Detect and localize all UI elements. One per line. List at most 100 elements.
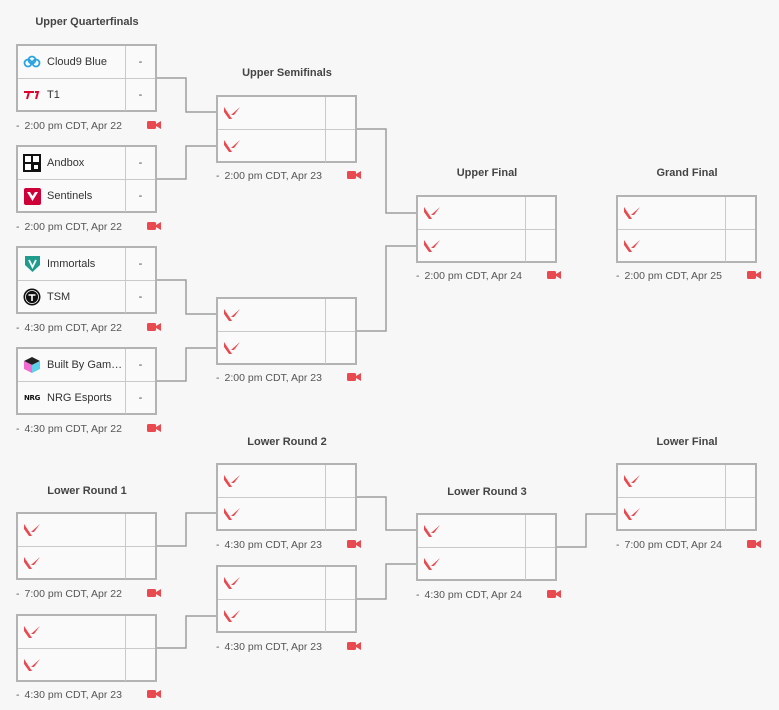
video-camera-icon[interactable] xyxy=(347,372,361,385)
video-camera-icon[interactable] xyxy=(747,539,761,552)
team-cell xyxy=(218,332,326,364)
team-cell xyxy=(418,515,526,547)
match-lower-final[interactable] xyxy=(616,463,757,531)
valorant-logo-icon xyxy=(623,237,641,255)
video-camera-icon[interactable] xyxy=(347,170,361,183)
match-upper-quarterfinal-3[interactable]: Immortals - TSM - xyxy=(16,246,157,314)
team-row[interactable] xyxy=(618,498,755,530)
team-row[interactable]: TSM - xyxy=(18,281,155,313)
team-cell: Immortals xyxy=(18,248,126,280)
team-row[interactable]: T1 - xyxy=(18,79,155,111)
team-score xyxy=(326,299,355,331)
team-row[interactable] xyxy=(618,197,755,230)
team-row[interactable] xyxy=(18,649,155,681)
match-time: 2:00 pm CDT, Apr 23 xyxy=(224,372,322,384)
team-score xyxy=(526,515,555,547)
team-row[interactable] xyxy=(218,465,355,498)
match-upper-quarterfinal-1[interactable]: Cloud9 Blue - T1 - xyxy=(16,44,157,112)
team-score xyxy=(726,230,755,262)
cloud9-logo-icon xyxy=(23,53,41,71)
match-upper-semifinal-1[interactable] xyxy=(216,95,357,163)
team-name: NRG Esports xyxy=(47,392,112,404)
team-row[interactable] xyxy=(218,97,355,130)
video-camera-icon[interactable] xyxy=(147,588,161,601)
team-row[interactable]: Immortals - xyxy=(18,248,155,281)
match-time: 2:00 pm CDT, Apr 22 xyxy=(24,221,122,233)
team-row[interactable] xyxy=(18,514,155,547)
team-row[interactable] xyxy=(618,465,755,498)
team-row[interactable] xyxy=(218,332,355,364)
team-name: Immortals xyxy=(47,258,96,270)
team-score xyxy=(326,600,355,632)
team-cell xyxy=(418,230,526,262)
valorant-logo-icon xyxy=(623,204,641,222)
match-upper-semifinal-2[interactable] xyxy=(216,297,357,365)
round-title-lower-round-1: Lower Round 1 xyxy=(47,485,127,497)
match-time: 2:00 pm CDT, Apr 25 xyxy=(624,270,722,282)
team-cell: NRG NRG Esports xyxy=(18,382,126,414)
team-name: T1 xyxy=(47,89,60,101)
team-row[interactable] xyxy=(218,498,355,530)
team-row[interactable] xyxy=(418,230,555,262)
team-row[interactable] xyxy=(218,600,355,632)
team-row[interactable] xyxy=(218,567,355,600)
team-row[interactable]: Sentinels - xyxy=(18,180,155,212)
video-camera-icon[interactable] xyxy=(347,539,361,552)
dash: - xyxy=(16,689,20,701)
valorant-logo-icon xyxy=(623,505,641,523)
video-camera-icon[interactable] xyxy=(347,641,361,654)
team-score xyxy=(126,547,155,579)
video-camera-icon[interactable] xyxy=(147,120,161,133)
team-score xyxy=(726,465,755,497)
team-row[interactable] xyxy=(218,130,355,162)
valorant-logo-icon xyxy=(223,306,241,324)
team-row[interactable] xyxy=(218,299,355,332)
team-row[interactable] xyxy=(18,616,155,649)
team-row[interactable]: Andbox - xyxy=(18,147,155,180)
video-camera-icon[interactable] xyxy=(147,423,161,436)
team-cell xyxy=(18,649,126,681)
team-row[interactable] xyxy=(618,230,755,262)
match-time: 2:00 pm CDT, Apr 23 xyxy=(224,170,322,182)
match-lower-round-3[interactable] xyxy=(416,513,557,581)
team-cell xyxy=(418,197,526,229)
match-lower-round-1-b[interactable] xyxy=(16,614,157,682)
video-camera-icon[interactable] xyxy=(147,221,161,234)
match-lower-round-2-a[interactable] xyxy=(216,463,357,531)
team-row[interactable] xyxy=(418,515,555,548)
match-info: - 4:30 pm CDT, Apr 24 xyxy=(416,588,566,602)
team-score xyxy=(526,230,555,262)
team-score: - xyxy=(138,359,143,371)
dash: - xyxy=(216,170,220,182)
round-title-upper-final: Upper Final xyxy=(456,167,518,179)
video-camera-icon[interactable] xyxy=(547,270,561,283)
match-time: 7:00 pm CDT, Apr 24 xyxy=(624,539,722,551)
team-row[interactable] xyxy=(418,197,555,230)
team-name: Sentinels xyxy=(47,190,93,202)
match-lower-round-2-b[interactable] xyxy=(216,565,357,633)
valorant-logo-icon xyxy=(423,204,441,222)
team-row[interactable] xyxy=(418,548,555,580)
team-row[interactable]: NRG NRG Esports - xyxy=(18,382,155,414)
match-grand-final[interactable] xyxy=(616,195,757,263)
video-camera-icon[interactable] xyxy=(147,322,161,335)
match-info: - 2:00 pm CDT, Apr 22 xyxy=(16,220,166,234)
team-score: - xyxy=(138,89,143,101)
dash: - xyxy=(16,588,20,600)
match-upper-final[interactable] xyxy=(416,195,557,263)
team-row[interactable]: Built By Gam… - xyxy=(18,349,155,382)
video-camera-icon[interactable] xyxy=(747,270,761,283)
match-info: - 4:30 pm CDT, Apr 23 xyxy=(216,538,366,552)
round-title-lower-round-3: Lower Round 3 xyxy=(447,486,527,498)
team-row[interactable] xyxy=(18,547,155,579)
match-upper-quarterfinal-2[interactable]: Andbox - Sentinels - xyxy=(16,145,157,213)
video-camera-icon[interactable] xyxy=(547,589,561,602)
team-cell xyxy=(218,299,326,331)
video-camera-icon[interactable] xyxy=(147,689,161,702)
match-lower-round-1-a[interactable] xyxy=(16,512,157,580)
team-cell xyxy=(218,600,326,632)
team-cell xyxy=(218,567,326,599)
valorant-logo-icon xyxy=(23,554,41,572)
team-row[interactable]: Cloud9 Blue - xyxy=(18,46,155,79)
match-upper-quarterfinal-4[interactable]: Built By Gam… - NRG NRG Esports - xyxy=(16,347,157,415)
